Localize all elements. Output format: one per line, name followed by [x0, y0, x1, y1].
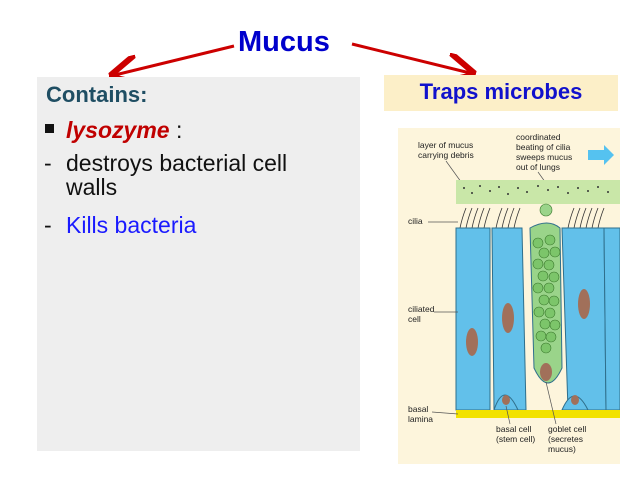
cilia-strokes: [459, 207, 605, 229]
square-bullet-icon: [45, 124, 54, 133]
contains-panel: [37, 77, 360, 451]
label-ciliated: ciliated: [408, 304, 435, 314]
dash-1: -: [44, 150, 52, 176]
label-basal-cell: basal cell: [496, 424, 532, 434]
label-coordinated: coordinated: [516, 132, 561, 142]
dash-2: -: [44, 212, 52, 238]
label-sweeps-mucus: sweeps mucus: [516, 152, 572, 162]
contains-heading: Contains:: [46, 82, 148, 107]
label-secretes: (secretes: [548, 434, 583, 444]
point-2: Kills bacteria: [66, 212, 197, 238]
label-carrying-debris: carrying debris: [418, 150, 474, 160]
basal-lamina: [456, 410, 620, 418]
goblet-nucleus: [540, 363, 552, 381]
lysozyme-term: lysozyme: [66, 117, 170, 143]
mucus-layer: [456, 180, 620, 204]
epithelium-svg: layer of mucus carrying debris coordinat…: [408, 132, 620, 454]
lysozyme-colon: :: [169, 117, 183, 143]
label-lamina: lamina: [408, 414, 433, 424]
mucus-granules: [532, 234, 561, 354]
arrow-right: [351, 42, 470, 73]
page-title: Mucus: [238, 26, 330, 58]
label-goblet-cell: goblet cell: [548, 424, 586, 434]
label-basal: basal: [408, 404, 428, 414]
label-layer-of-mucus: layer of mucus: [418, 140, 473, 150]
label-ciliated-cell: cell: [408, 314, 421, 324]
label-cilia: cilia: [408, 216, 423, 226]
respiratory-epithelium-figure: layer of mucus carrying debris coordinat…: [398, 128, 620, 464]
label-out-of-lungs: out of lungs: [516, 162, 560, 172]
traps-heading: Traps microbes: [384, 75, 618, 111]
label-stem-cell: (stem cell): [496, 434, 535, 444]
lysozyme-line: lysozyme :: [66, 117, 182, 144]
debris-dots: [463, 185, 609, 195]
label-beating-of-cilia: beating of cilia: [516, 142, 571, 152]
point-1-line-2: walls: [66, 174, 118, 200]
flow-arrow-icon: [588, 145, 614, 165]
arrow-left: [115, 44, 235, 75]
secreted-mucus-drop: [539, 203, 553, 217]
label-mucus: mucus): [548, 444, 576, 454]
nuclei: [466, 289, 590, 356]
point-1-line-1: destroys bacterial cell: [66, 150, 288, 176]
